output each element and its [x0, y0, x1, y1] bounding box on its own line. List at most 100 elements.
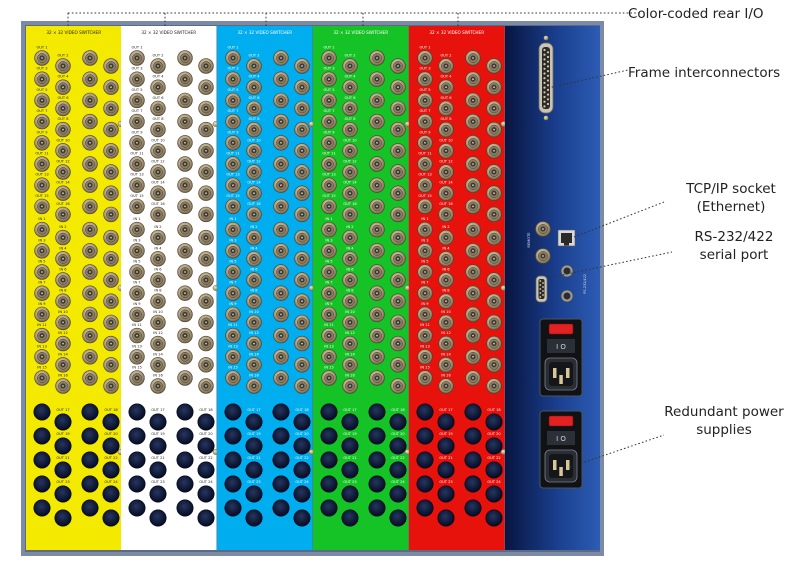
port-label: OUT 19 — [56, 432, 70, 436]
bnc-connector — [438, 272, 454, 288]
port-label: OUT 6 — [57, 96, 69, 100]
port-label: IN 6 — [250, 268, 258, 272]
port-label: OUT 21 — [343, 456, 356, 460]
bnc-connector — [321, 306, 337, 323]
port-label: OUT 23 — [247, 480, 260, 484]
bnc-connector — [82, 177, 98, 193]
blank-port-cover — [368, 499, 386, 517]
panel-title: 32 × 32 VIDEO SWITCHER — [429, 30, 484, 35]
bnc-connector — [177, 177, 193, 193]
port-label: OUT 13 — [418, 173, 431, 177]
bnc-connector — [390, 357, 406, 373]
port-label: IN 10 — [58, 310, 68, 314]
blank-port-cover — [54, 485, 72, 503]
bnc-connector — [177, 71, 193, 87]
bnc-connector — [321, 50, 337, 66]
port-label: IN 1 — [421, 217, 428, 221]
port-label: OUT 20 — [104, 432, 118, 436]
bnc-connector — [438, 185, 454, 201]
port-label: OUT 6 — [248, 96, 260, 100]
blank-port-cover — [102, 437, 120, 455]
port-label: IN 11 — [228, 323, 237, 327]
port-label: OUT 18 — [487, 408, 501, 412]
port-label: OUT 17 — [56, 408, 69, 412]
blank-port-cover — [245, 461, 263, 479]
blank-port-cover — [149, 461, 167, 479]
bnc-connector — [150, 229, 166, 246]
bnc-connector — [321, 198, 337, 215]
bnc-connector — [294, 79, 310, 95]
port-label: OUT 1 — [36, 46, 47, 50]
port-label: IN 1 — [325, 217, 332, 221]
bnc-connector — [82, 221, 98, 238]
port-label: OUT 19 — [439, 432, 453, 436]
port-label: IN 9 — [421, 302, 429, 306]
bnc-connector — [417, 370, 433, 386]
blank-port-cover — [176, 427, 194, 445]
bnc-connector — [273, 370, 289, 386]
bnc-connector — [246, 293, 262, 309]
bnc-connector — [486, 378, 502, 394]
port-label: IN 14 — [249, 352, 259, 356]
bnc-connector — [321, 370, 337, 386]
port-label: OUT 1 — [419, 46, 430, 50]
bnc-connector — [55, 335, 71, 352]
bnc-connector — [34, 221, 50, 238]
port-label: OUT 4 — [344, 75, 356, 79]
port-label: IN 3 — [133, 238, 140, 242]
bnc-connector — [369, 370, 385, 386]
port-label: IN 7 — [229, 281, 236, 285]
port-label: IN 7 — [421, 281, 428, 285]
bnc-connector — [294, 272, 310, 288]
bnc-connector — [369, 221, 385, 238]
bnc-connector — [198, 229, 214, 246]
bnc-connector — [198, 272, 214, 288]
bnc-connector — [273, 306, 289, 323]
blank-port-cover — [293, 437, 311, 455]
bnc-connector — [273, 264, 289, 280]
blank-port-cover — [128, 451, 146, 469]
bnc-connector — [369, 50, 385, 66]
port-label: OUT 14 — [343, 181, 357, 185]
ethernet-socket — [557, 229, 576, 247]
port-label: OUT 5 — [227, 88, 238, 92]
blank-port-cover — [149, 413, 167, 431]
port-label: IN 5 — [133, 260, 140, 264]
port-label: OUT 19 — [247, 432, 261, 436]
bnc-connector — [246, 335, 262, 352]
bnc-connector — [486, 100, 502, 117]
bnc-connector — [82, 243, 98, 259]
bnc-connector — [438, 79, 454, 95]
port-label: OUT 12 — [56, 160, 69, 164]
bnc-connector — [486, 314, 502, 331]
port-label: OUT 3 — [227, 67, 238, 71]
bnc-connector — [273, 198, 289, 215]
bnc-connector — [342, 79, 358, 95]
blank-port-cover — [224, 499, 242, 517]
bnc-connector — [129, 92, 145, 109]
port-label: OUT 17 — [247, 408, 260, 412]
port-label: OUT 23 — [439, 480, 452, 484]
bnc-connector — [129, 221, 145, 238]
blank-port-cover — [128, 427, 146, 445]
port-label: OUT 11 — [418, 152, 431, 156]
port-label: OUT 12 — [247, 160, 260, 164]
bnc-connector — [34, 71, 50, 87]
blank-port-cover — [464, 403, 482, 421]
rj45-hole — [561, 233, 572, 243]
bnc-connector — [34, 92, 50, 109]
port-label: IN 13 — [37, 344, 46, 348]
bnc-connector — [417, 285, 433, 301]
blank-port-cover — [33, 451, 51, 469]
bnc-connector — [177, 50, 193, 66]
blank-port-cover — [54, 461, 72, 479]
blank-port-cover — [341, 437, 359, 455]
bnc-connector — [321, 92, 337, 109]
bnc-connector — [390, 335, 406, 352]
psu-switch-label: I O — [556, 343, 566, 351]
bnc-connector — [321, 156, 337, 172]
blank-port-cover — [33, 499, 51, 517]
port-label: OUT 2 — [152, 54, 163, 58]
bnc-connector — [369, 92, 385, 109]
